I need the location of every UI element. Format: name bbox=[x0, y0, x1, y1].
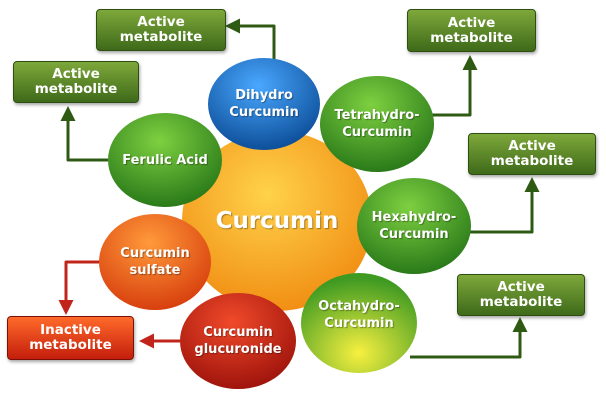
dihydro-curcumin-node bbox=[208, 58, 320, 150]
hexahydro-curcumin-node bbox=[357, 178, 471, 274]
curcumin-glucuronide-node bbox=[180, 293, 296, 389]
curcumin-sulfate-node bbox=[99, 214, 211, 310]
arrow-hexahydro-to-active bbox=[468, 177, 540, 234]
arrow-tetrahydro-to-active bbox=[426, 55, 478, 117]
arrow-sulfate-to-inactive bbox=[58, 260, 104, 315]
active-metabolite-box-ferulic: Active metabolite bbox=[13, 61, 139, 103]
curcumin-center-node bbox=[182, 131, 372, 311]
active-metabolite-box-hexahydro: Active metabolite bbox=[468, 133, 596, 175]
ferulic-acid-node bbox=[108, 113, 222, 207]
active-metabolite-box-octahydro: Active metabolite bbox=[457, 274, 585, 316]
curcumin-glucuronide-label: Curcumin glucuronide bbox=[194, 325, 282, 357]
octahydro-curcumin-label: Octahydro- Curcumin bbox=[318, 299, 400, 331]
active-metabolite-box-tetrahydro: Active metabolite bbox=[407, 9, 536, 52]
arrow-dihydro-to-active bbox=[225, 18, 276, 68]
tetrahydro-curcumin-node bbox=[320, 76, 434, 172]
tetrahydro-curcumin-label: Tetrahydro- Curcumin bbox=[334, 108, 420, 140]
arrow-ferulic-to-active bbox=[60, 106, 108, 162]
dihydro-curcumin-label: Dihydro Curcumin bbox=[229, 88, 299, 120]
curcumin-center-label: Curcumin bbox=[215, 208, 339, 234]
ferulic-acid-label: Ferulic Acid bbox=[122, 152, 208, 168]
curcumin-sulfate-label: Curcumin sulfate bbox=[120, 246, 190, 278]
active-metabolite-box-dihydro: Active metabolite bbox=[96, 9, 226, 51]
hexahydro-curcumin-label: Hexahydro- Curcumin bbox=[371, 210, 457, 242]
arrow-octahydro-to-active bbox=[410, 317, 528, 359]
octahydro-curcumin-node bbox=[301, 273, 417, 373]
inactive-metabolite-box: Inactive metabolite bbox=[7, 316, 134, 360]
